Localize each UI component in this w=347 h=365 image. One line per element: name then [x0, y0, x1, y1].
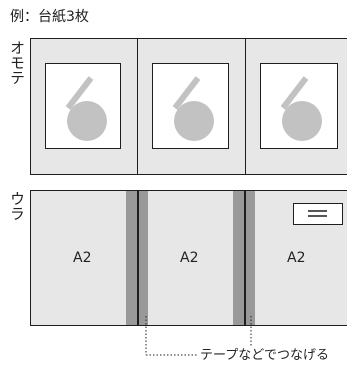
- back-panel-size-label-1: A2: [73, 250, 92, 266]
- front-board-row: [30, 38, 347, 175]
- front-board-panel-3: [246, 39, 347, 174]
- back-panel-size-label-2: A2: [180, 250, 199, 266]
- back-side-label: ウラ: [8, 191, 26, 221]
- front-board-panel-2: [138, 39, 246, 174]
- diagram-caption: 例：台紙3枚: [10, 9, 89, 25]
- photo-placeholder-icon: [152, 63, 229, 149]
- board-seam-1: [137, 191, 139, 325]
- tape-note: テープなどでつなげる: [200, 348, 329, 363]
- photo-placeholder-icon: [45, 63, 121, 149]
- front-side-label: オモテ: [8, 40, 26, 85]
- label-sticker-icon: [293, 203, 343, 225]
- back-board-row: A2 A2 A2: [30, 190, 347, 326]
- board-seam-2: [244, 191, 246, 325]
- back-panel-size-label-3: A2: [287, 250, 306, 266]
- front-board-panel-1: [31, 39, 138, 174]
- photo-placeholder-icon: [260, 63, 338, 149]
